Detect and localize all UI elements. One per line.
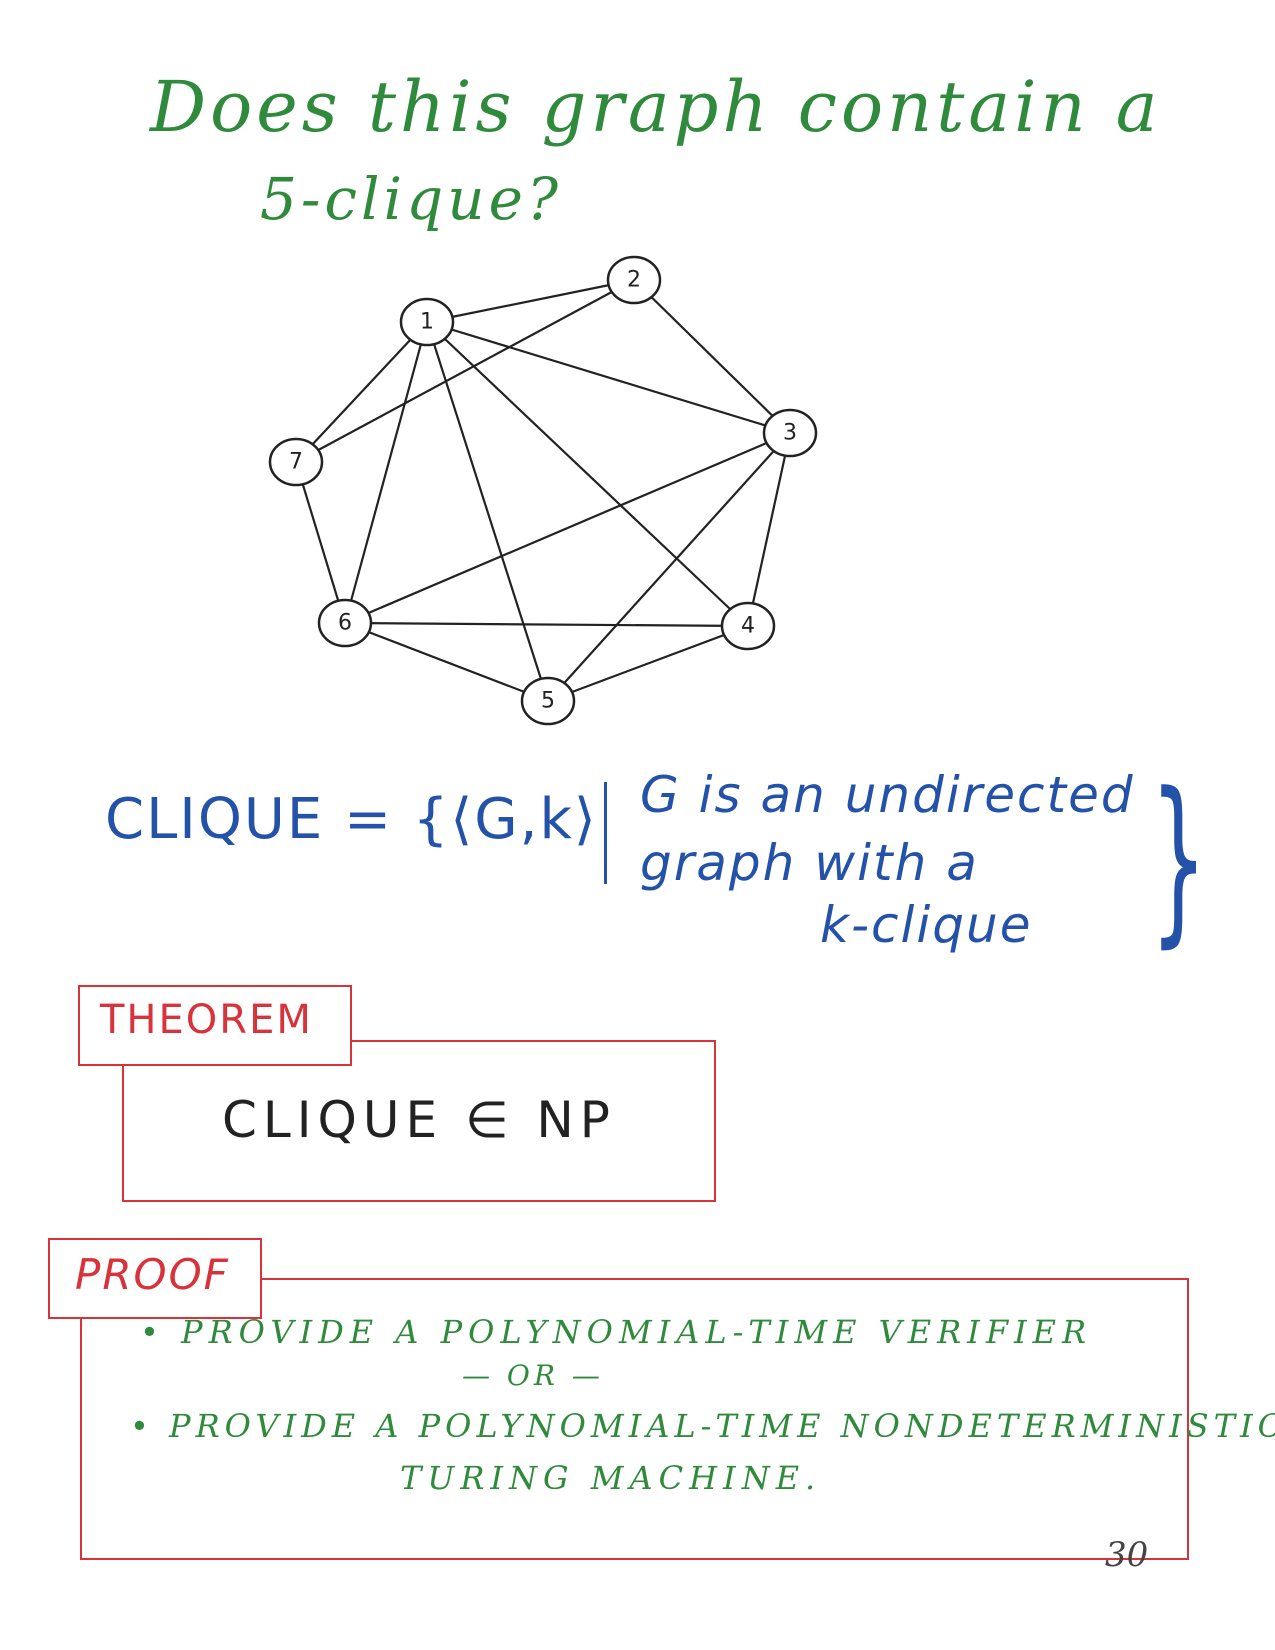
graph-edge-5-6 (344, 621, 549, 703)
graph-node-4: 4 (720, 601, 776, 651)
page-number: 30 (1105, 1535, 1149, 1575)
proof-label: PROOF (75, 1250, 230, 1299)
graph-edge-3-4 (746, 432, 792, 627)
theorem-tab (78, 985, 352, 1066)
graph-node-label: 1 (420, 310, 434, 335)
graph-edge-1-3 (426, 320, 791, 435)
graph-node-7: 7 (268, 437, 324, 487)
proof-box (80, 1278, 1189, 1560)
clique-definition-line-2: graph with a (640, 834, 979, 892)
graph-edge-1-4 (426, 321, 749, 627)
graph-node-label: 2 (627, 268, 641, 293)
proof-tab (48, 1238, 262, 1319)
graph-node-6: 6 (317, 598, 373, 648)
question-line-2: 5-clique? (260, 165, 562, 233)
graph-edge-1-2 (426, 278, 635, 324)
clique-definition-left: CLIQUE = {⟨G,k⟩ (105, 787, 598, 852)
graph-node-label: 5 (541, 689, 555, 714)
graph-edge-3-6 (344, 431, 791, 625)
such-that-bar (604, 782, 607, 884)
graph-node-1: 1 (399, 297, 455, 347)
closing-brace: } (1150, 755, 1208, 964)
graph-edge-2-7 (295, 279, 635, 463)
graph-edge-1-6 (343, 321, 429, 624)
proof-bullet-verifier: • PROVIDE A POLYNOMIAL-TIME VERIFIER (140, 1313, 1093, 1351)
question-line-1: Does this graph contain a (150, 66, 1162, 148)
graph-edge-3-5 (547, 432, 791, 702)
proof-or: — OR — (462, 1359, 604, 1392)
graph-edge-1-7 (295, 321, 428, 463)
clique-definition-line-3: k-clique (820, 896, 1033, 954)
graph-edge-6-7 (294, 461, 347, 624)
clique-definition-line-1: G is an undirected (640, 766, 1135, 824)
proof-bullet-ntm-cont: TURING MACHINE. (400, 1459, 822, 1497)
graph-edge-4-5 (547, 624, 749, 703)
graph-edge-1-5 (425, 321, 550, 702)
graph-node-label: 7 (289, 450, 303, 475)
graph-node-label: 3 (783, 421, 797, 446)
proof-bullet-ntm: • PROVIDE A POLYNOMIAL-TIME NONDETERMINI… (130, 1407, 1275, 1445)
graph-node-3: 3 (762, 408, 818, 458)
graph-node-5: 5 (520, 676, 576, 726)
graph-node-label: 4 (741, 614, 755, 639)
graph-node-label: 6 (338, 611, 352, 636)
theorem-statement: CLIQUE ∈ NP (222, 1091, 616, 1149)
graph-node-2: 2 (606, 255, 662, 305)
graph-edge-4-6 (344, 621, 749, 628)
graph-edge-2-3 (633, 279, 791, 434)
theorem-box (122, 1040, 716, 1202)
theorem-label: THEOREM (100, 997, 313, 1043)
